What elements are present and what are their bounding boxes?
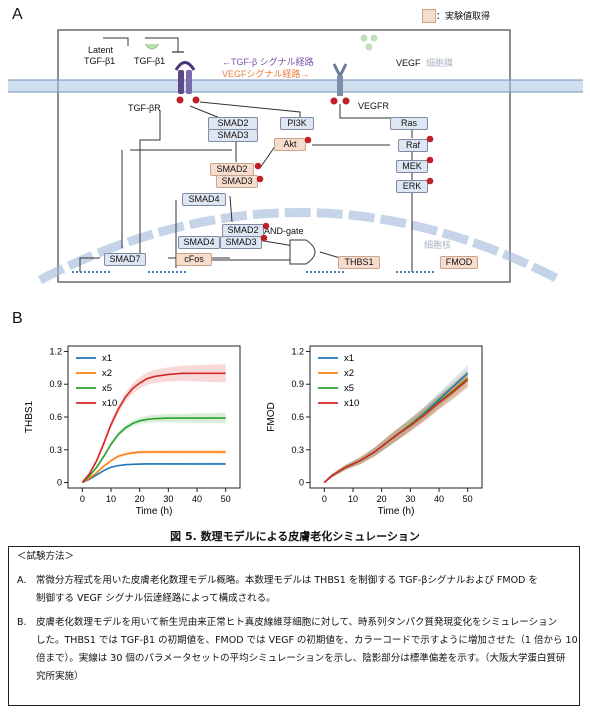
- x-tick-label: 0: [80, 494, 85, 504]
- legend-label-x1: x1: [344, 353, 354, 364]
- nucleus-label: 細胞核: [424, 240, 452, 250]
- nuclear-smad3-node: SMAD3: [220, 236, 262, 249]
- x-tick-label: 50: [463, 494, 473, 504]
- figure-caption: 図 5. 数理モデルによる皮膚老化シミュレーション: [170, 530, 420, 543]
- thbs1-node: THBS1: [338, 256, 380, 269]
- x-tick-label: 50: [221, 494, 231, 504]
- tgf-pathway-label: ←TGF-β シグナル経路: [222, 57, 314, 67]
- y-tick-label: 0.9: [49, 379, 62, 389]
- series-line-x2: [81, 451, 226, 484]
- y-tick-label: 0: [299, 478, 304, 488]
- methods-line: 制御する VEGF シグナル伝達経路によって構成される。: [17, 593, 276, 604]
- experimental-legend-label: ：実験値取得: [436, 11, 491, 21]
- fmod-node: FMOD: [440, 256, 478, 269]
- mek-node: MEK: [396, 160, 428, 173]
- latent-label-1: Latent: [88, 45, 114, 55]
- x-tick-label: 10: [348, 494, 358, 504]
- y-tick-label: 1.2: [49, 346, 62, 356]
- methods-box: ＜試験方法＞ A. 常微分方程式を用いた皮膚老化数理モデル概略。本数理モデルは …: [8, 546, 580, 706]
- smad3-node: SMAD3: [208, 129, 258, 142]
- series-line-x10: [81, 372, 226, 484]
- legend-label-x10: x10: [344, 398, 359, 409]
- x-tick-label: 40: [434, 494, 444, 504]
- nuclear-smad4-node: SMAD4: [178, 236, 220, 249]
- vegfr-label: VEGFR: [358, 101, 390, 111]
- tgfbr-label: TGF-βR: [128, 103, 161, 113]
- pathway-diagram: [8, 29, 583, 284]
- cfos-node: cFos: [176, 253, 212, 266]
- methods-line: B. 皮膚老化数理モデルを用いて新生児由来正常ヒト真皮線維芽細胞に対して、時系列…: [17, 617, 558, 628]
- legend-label-x5: x5: [102, 383, 112, 394]
- legend-label-x10: x10: [102, 398, 117, 409]
- y-tick-label: 0.9: [291, 379, 304, 389]
- legend-label-x2: x2: [344, 368, 354, 379]
- methods-line: 倍まで）。実線は 30 個のパラメータセットの平均シミュレーションを示し、陰影部…: [17, 653, 566, 664]
- vegf-ligand: [360, 34, 368, 42]
- y-axis-label: FMOD: [266, 402, 277, 431]
- x-tick-label: 20: [377, 494, 387, 504]
- legend-label-x1: x1: [102, 353, 112, 364]
- latent-label-2: TGF-β1: [84, 56, 116, 66]
- and-gate-label: AND-gate: [264, 226, 304, 236]
- cell-boundary: [57, 29, 511, 283]
- x-axis-label: Time (h): [136, 506, 173, 517]
- erk-node: ERK: [396, 180, 428, 193]
- pi3k-node: PI3K: [280, 117, 314, 130]
- raf-node: Raf: [398, 139, 428, 152]
- x-tick-label: 0: [322, 494, 327, 504]
- x-tick-label: 10: [106, 494, 116, 504]
- cell-membrane: [8, 80, 583, 92]
- y-tick-label: 0.6: [49, 412, 62, 422]
- plot-frame: [309, 345, 483, 489]
- ras-node: Ras: [390, 117, 428, 130]
- panel-b-letter: B: [12, 310, 23, 327]
- y-tick-label: 0.3: [49, 445, 62, 455]
- experimental-legend-swatch: [422, 9, 436, 23]
- methods-line: 究所実施）: [17, 671, 84, 682]
- panel-a-letter: A: [12, 6, 23, 23]
- phospho-smad3-node: SMAD3: [216, 175, 258, 188]
- methods-line: した。THBS1 では TGF-β1 の初期値を、FMOD では VEGF の初…: [17, 635, 578, 646]
- legend-label-x2: x2: [102, 368, 112, 379]
- y-axis-label: THBS1: [24, 400, 35, 433]
- methods-line: A. 常微分方程式を用いた皮膚老化数理モデル概略。本数理モデルは THBS1 を…: [17, 575, 538, 586]
- phospho-markers: [254, 135, 434, 242]
- series-line-x10: [323, 379, 469, 484]
- tgfb1-label: TGF-β1: [134, 56, 166, 66]
- series-band-x5: [82, 412, 226, 483]
- akt-node: Akt: [274, 138, 306, 151]
- legend-label-x5: x5: [344, 383, 354, 394]
- membrane-label: 細胞膜: [426, 58, 454, 68]
- x-tick-label: 40: [192, 494, 202, 504]
- x-axis-label: Time (h): [378, 506, 415, 517]
- x-tick-label: 30: [163, 494, 173, 504]
- vegf-pathway-label: VEGFシグナル経路→: [222, 69, 310, 79]
- tgfb1-ligand: [144, 43, 160, 50]
- and-gate-symbol: [289, 239, 316, 265]
- y-tick-label: 0.6: [291, 412, 304, 422]
- series-line-x5: [81, 417, 226, 484]
- series-line-x1: [82, 463, 226, 484]
- vegf-label: VEGF: [396, 58, 421, 68]
- y-tick-label: 1.2: [291, 346, 304, 356]
- latent-activation-arrow: [103, 37, 129, 46]
- x-tick-label: 30: [405, 494, 415, 504]
- methods-heading: ＜試験方法＞: [17, 551, 75, 562]
- vegfr-receptor: [330, 63, 350, 105]
- tgfbr-receptor: [174, 61, 200, 104]
- smad4-node: SMAD4: [182, 193, 226, 206]
- nuclear-envelope: [37, 208, 563, 284]
- y-tick-label: 0: [57, 478, 62, 488]
- smad7-node: SMAD7: [104, 253, 146, 266]
- x-tick-label: 20: [135, 494, 145, 504]
- y-tick-label: 0.3: [291, 445, 304, 455]
